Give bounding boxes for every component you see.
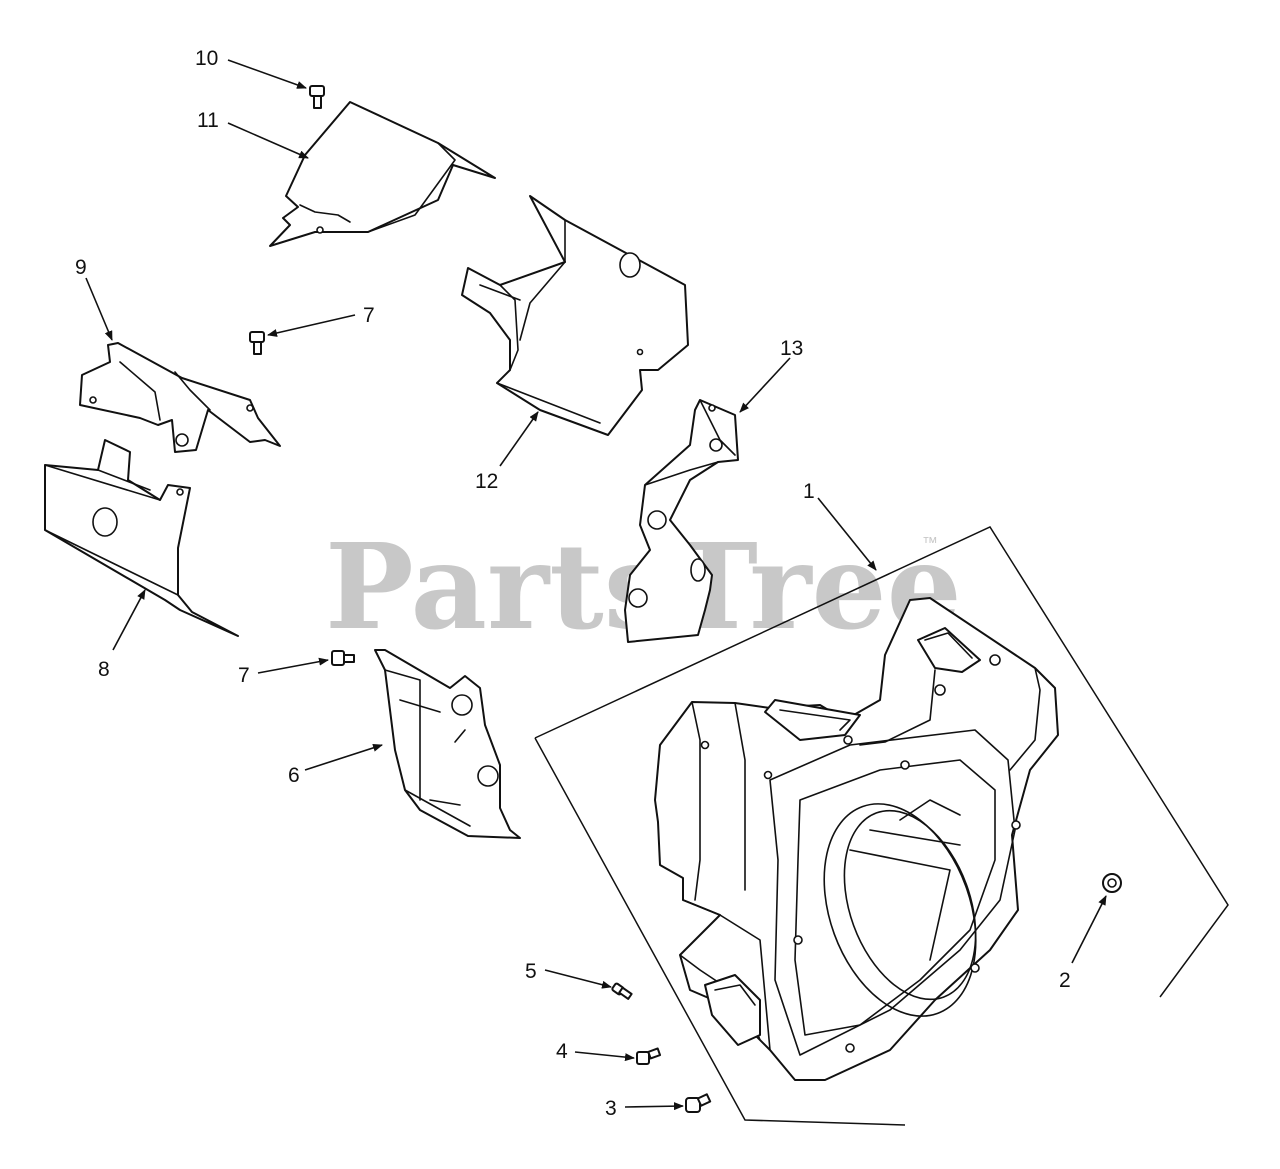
callouts: 10 11 9 7 12 13 1 8 7 6 5 4 3 2: [75, 47, 1071, 1120]
part-4-screw[interactable]: [636, 1047, 662, 1065]
leader-lines: [85, 59, 1107, 1111]
callout-11: 11: [197, 109, 219, 132]
part-11-upper-baffle[interactable]: [269, 101, 496, 247]
assembly-frame: [534, 526, 1229, 998]
part-8-side-baffle[interactable]: [44, 439, 239, 637]
callout-7-lower: 7: [238, 664, 250, 687]
assembly-frame-lower: [534, 737, 906, 1126]
callout-3: 3: [605, 1097, 617, 1120]
part-2-nut[interactable]: [1102, 873, 1122, 893]
part-12-cylinder-baffle[interactable]: [461, 195, 689, 436]
callout-6: 6: [288, 764, 300, 787]
callout-12: 12: [475, 470, 498, 493]
callout-7-upper: 7: [363, 304, 375, 327]
callout-1: 1: [803, 480, 815, 503]
watermark-trademark: ™: [922, 535, 938, 552]
part-13-bracket[interactable]: [624, 399, 739, 643]
callout-8: 8: [98, 658, 110, 681]
part-9-side-baffle[interactable]: [79, 342, 281, 453]
callout-13: 13: [780, 337, 803, 360]
part-7-screw-lower[interactable]: [331, 650, 355, 666]
part-1-blower-housing[interactable]: [654, 597, 1059, 1081]
callout-4: 4: [556, 1040, 568, 1063]
part-3-screw[interactable]: [685, 1093, 712, 1113]
callout-9: 9: [75, 256, 87, 279]
part-6-bracket[interactable]: [374, 649, 521, 839]
callout-10: 10: [195, 47, 218, 70]
part-7-screw-upper[interactable]: [249, 331, 265, 355]
part-10-screw[interactable]: [309, 85, 325, 109]
callout-5: 5: [525, 960, 537, 983]
callout-2: 2: [1059, 969, 1071, 992]
part-5-screw[interactable]: [611, 982, 633, 1000]
